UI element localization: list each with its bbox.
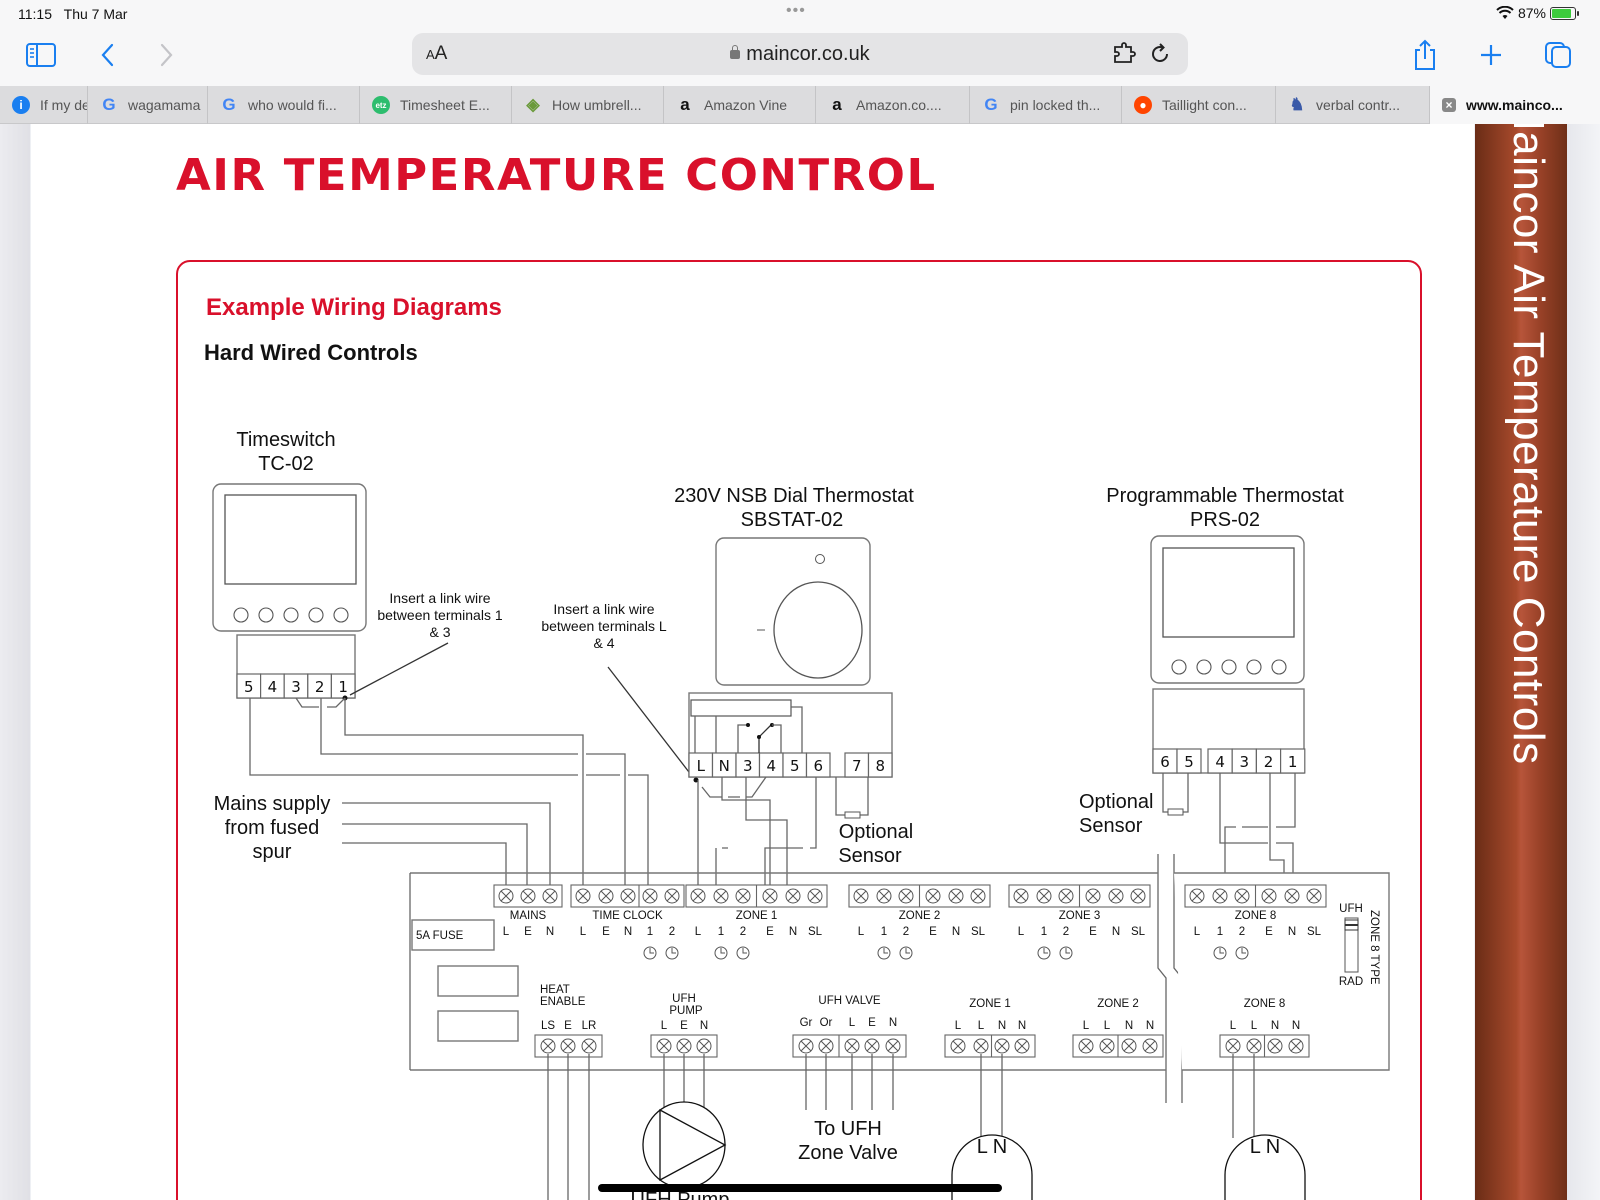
new-tab-icon[interactable] [1474, 38, 1508, 72]
battery-icon [1550, 6, 1579, 20]
tab-9[interactable]: ● Taillight con... [1122, 86, 1276, 124]
tab-1[interactable]: i If my de [0, 86, 88, 124]
tab-label: If my de [40, 97, 88, 113]
text-size-button[interactable]: AA [426, 43, 448, 64]
wifi-icon [1496, 6, 1514, 19]
address-bar[interactable]: AA maincor.co.uk [412, 33, 1188, 75]
amazon-icon: a [680, 95, 690, 114]
close-icon[interactable]: × [1442, 98, 1456, 112]
extension-icon[interactable] [1112, 41, 1138, 67]
tabs-overview-icon[interactable] [1541, 38, 1575, 72]
reload-icon[interactable] [1148, 41, 1174, 67]
tab-label: wagamama [128, 97, 201, 113]
tab-label: How umbrell... [552, 97, 642, 113]
google-icon: G [222, 95, 236, 114]
status-time: 11:15 Thu 7 Mar [18, 6, 128, 22]
tab-label: www.mainco... [1466, 97, 1563, 113]
battery-percent: 87% [1517, 5, 1546, 21]
side-tab-text: Maincor Air Temperature Controls [1504, 124, 1553, 765]
sidebar-icon[interactable] [24, 38, 58, 72]
tab-6[interactable]: a Amazon Vine [664, 86, 816, 124]
url-display[interactable]: maincor.co.uk [412, 43, 1188, 66]
share-icon[interactable] [1408, 38, 1442, 72]
google-icon: G [984, 95, 998, 114]
home-indicator[interactable] [598, 1184, 1002, 1192]
tab-10[interactable]: ♞ verbal contr... [1276, 86, 1430, 124]
google-icon: G [102, 95, 116, 114]
page-margin-right [1567, 124, 1600, 1200]
section-title: Example Wiring Diagrams [206, 294, 502, 321]
wiring-panel: Example Wiring Diagrams Hard Wired Contr… [176, 260, 1422, 1200]
page-margin-left [0, 124, 30, 1200]
multitasking-dots-icon[interactable]: ••• [786, 2, 806, 19]
tab-label: pin locked th... [1010, 97, 1101, 113]
back-icon[interactable] [90, 38, 124, 72]
lion-icon: ♞ [1289, 95, 1305, 114]
tab-label: Amazon Vine [704, 97, 788, 113]
section-subtitle: Hard Wired Controls [204, 340, 418, 365]
side-tab[interactable]: Maincor Air Temperature Controls [1475, 124, 1567, 1200]
tab-label: Amazon.co.... [856, 97, 942, 113]
document-page: AIR TEMPERATURE CONTROL Example Wiring D… [31, 124, 1474, 1200]
tab-7[interactable]: a Amazon.co.... [816, 86, 970, 124]
tab-label: Taillight con... [1162, 97, 1247, 113]
etz-icon: etz [372, 96, 390, 114]
tab-label: who would fi... [248, 97, 337, 113]
status-right: 87% [1496, 5, 1579, 21]
tab-label: Timesheet E... [400, 97, 490, 113]
tab-11[interactable]: × www.mainco... [1430, 86, 1600, 124]
page-title: AIR TEMPERATURE CONTROL [176, 150, 937, 201]
browser-toolbar: AA maincor.co.uk [0, 28, 1600, 86]
forward-icon[interactable] [150, 38, 184, 72]
amazon-icon: a [832, 95, 842, 114]
info-icon: i [12, 96, 30, 114]
tab-label: verbal contr... [1316, 97, 1401, 113]
diamond-icon: ◈ [526, 95, 540, 114]
lock-icon [730, 45, 741, 59]
status-bar: 11:15 Thu 7 Mar ••• 87% [0, 0, 1600, 28]
tab-5[interactable]: ◈ How umbrell... [512, 86, 664, 124]
reddit-icon: ● [1134, 96, 1152, 114]
web-page: AIR TEMPERATURE CONTROL Example Wiring D… [0, 124, 1600, 1200]
tab-4[interactable]: etz Timesheet E... [360, 86, 512, 124]
